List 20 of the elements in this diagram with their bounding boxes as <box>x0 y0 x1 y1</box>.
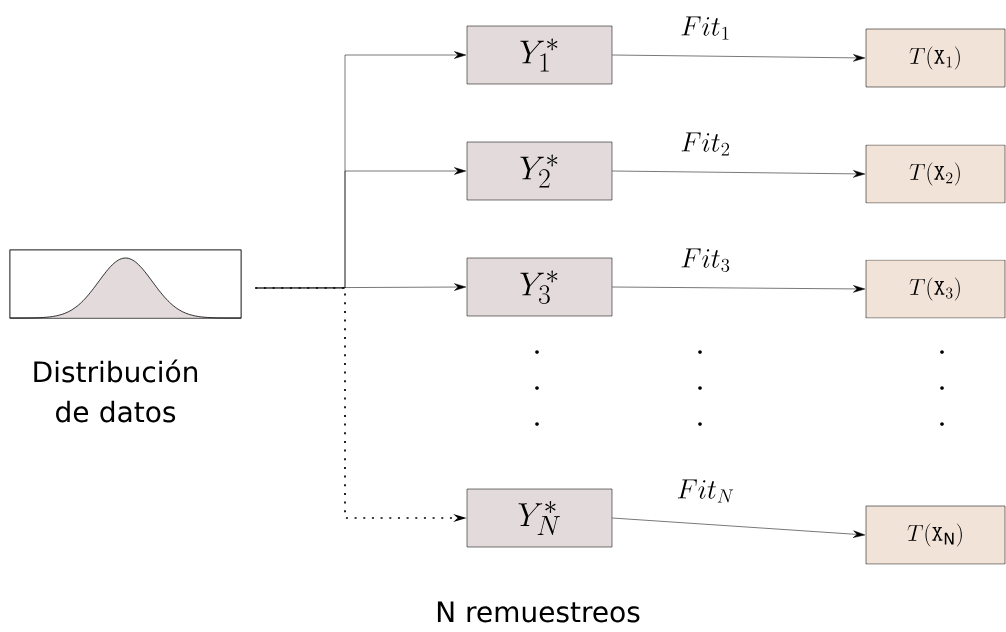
arrow <box>612 170 866 178</box>
edge-label: $Fit_1$ <box>681 16 729 40</box>
caption-text: Distribución de datos <box>34 359 198 423</box>
arrow <box>612 54 866 62</box>
edge-label: $Fit_N$ <box>677 479 734 503</box>
distribution-plot <box>9 249 242 319</box>
arrow <box>612 517 866 538</box>
arrow <box>255 283 467 291</box>
statistic-box: $T(\mathtt{X}_2)$ <box>865 144 1006 204</box>
statistic-box: $T(\mathtt{X}_1)$ <box>865 28 1006 88</box>
sample-box: $Y_1^*$ <box>466 25 613 85</box>
statistic-box: $T(\mathtt{X}_3)$ <box>865 259 1006 319</box>
sample-box: $Y_2^*$ <box>466 141 613 201</box>
sample-box: $Y_N^*$ <box>466 488 613 548</box>
caption-text: N remuestreos <box>437 601 640 623</box>
arrow <box>612 285 866 293</box>
edge-label: $Fit_2$ <box>681 132 730 156</box>
sample-box: $Y_3^*$ <box>466 257 613 317</box>
edge-label: $Fit_3$ <box>681 248 730 272</box>
statistic-box: $T(\mathtt{X}_\mathrm{N})$ <box>865 505 1006 565</box>
